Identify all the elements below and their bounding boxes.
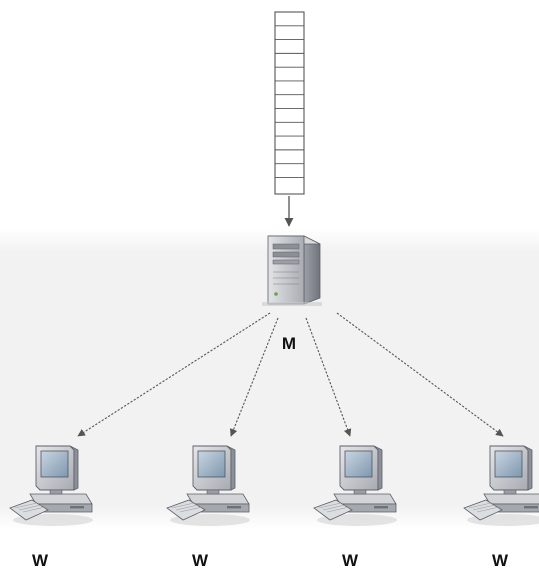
worker-label-2: W (191, 551, 209, 570)
desktop-computer-icon (9, 445, 93, 526)
arrow-to-worker-4 (336, 312, 504, 437)
worker-group (9, 445, 539, 526)
desktop-computer-icon (463, 445, 539, 526)
master-label: M (281, 334, 297, 353)
arrow-to-worker-2 (229, 317, 279, 437)
arrow-to-worker-1 (77, 312, 271, 437)
worker-label-4: W (491, 551, 509, 570)
desktop-computer-icon (313, 445, 397, 526)
worker-label-3: W (341, 551, 359, 570)
worker-label-1: W (31, 551, 49, 570)
queue-stack-icon (274, 11, 305, 195)
master-to-worker-arrows (77, 312, 504, 437)
desktop-computer-icon (166, 445, 250, 526)
server-tower-icon (262, 235, 322, 306)
arrow-to-worker-3 (305, 317, 352, 437)
